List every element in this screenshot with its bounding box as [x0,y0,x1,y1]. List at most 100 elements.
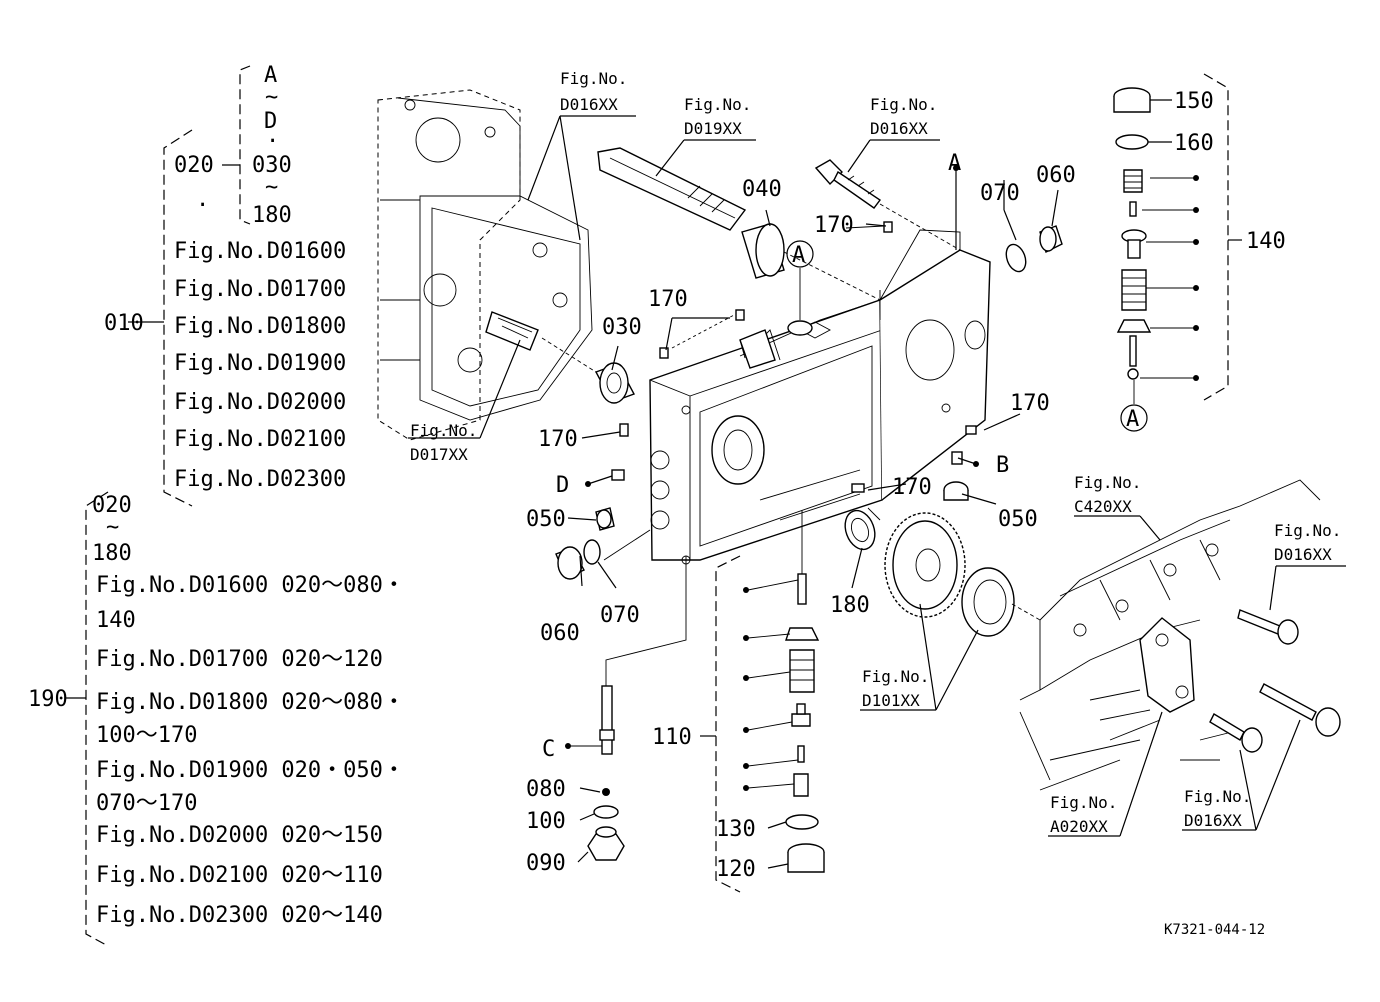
callout-120: 120 [716,857,756,882]
callout-130: 130 [716,817,756,842]
fig-ref-4-label: Fig.No. [410,421,477,440]
right-mechanism-drawing [1019,479,1341,791]
callout-090: 090 [526,851,566,876]
fig-ref-9-label: Fig.No. [1184,787,1251,806]
callout-030: 030 [602,315,642,340]
callout-070b: 070 [600,603,640,628]
plugs-right [1005,225,1063,273]
line-190-9: Fig.No.D02100 020～110 [96,863,383,888]
letter-d: D [556,473,569,498]
pins-170 [619,221,977,493]
range-010-7: 180 [252,203,292,228]
callout-150: 150 [1174,89,1214,114]
fig-ref-5-label: Fig.No. [1074,473,1141,492]
fig-ref-8-label: Fig.No. [1050,793,1117,812]
letter-b: B [996,453,1009,478]
group-190-legend: 190 020 ~ 180 Fig.No.D01600 020～080・ 140… [28,491,405,947]
range-190-1: 020 [92,493,132,518]
letter-callouts: A B C D [542,151,1009,762]
plugs-left [555,469,651,580]
callout-170a: 170 [814,213,854,238]
line-190-4: Fig.No.D01800 020～080・ [96,690,405,715]
callout-070a: 070 [980,181,1020,206]
part-callouts: 040 030 070 060 170 170 170 170 170 050 … [526,89,1286,882]
fig-ref-3-label: Fig.No. [870,95,937,114]
fig-ref-7-code: D101XX [862,691,920,710]
pin-c-stack [565,556,687,861]
marker-a-text-2: A [1126,407,1139,432]
fig-010-6: Fig.No.D02100 [174,427,346,452]
line-190-3: Fig.No.D01700 020～120 [96,647,383,672]
line-190-10: Fig.No.D02300 020～140 [96,903,383,928]
fig-ref-2-label: Fig.No. [684,95,751,114]
callout-050b: 050 [998,507,1038,532]
valve-stack-110 [700,510,825,893]
gear-and-bearing [844,507,1041,637]
line-190-7: 070～170 [96,791,197,816]
dot-d [585,481,591,487]
range-010-4: · [266,129,279,154]
fig-ref-5-code: C420XX [1074,497,1132,516]
top-shaft-drawing [541,147,881,404]
range-010-5: 030 [252,153,292,178]
range-010-2: ~ [265,85,278,110]
line-190-6: Fig.No.D01900 020・050・ [96,758,405,783]
marker-circle-a-2: A [1120,380,1148,432]
dot-010: · [196,193,209,218]
fig-ref-1-label: Fig.No. [560,69,627,88]
marker-a-text-1: A [792,243,805,268]
letter-c: C [542,737,555,762]
callout-190: 190 [28,687,68,712]
fig-ref-1-code: D016XX [560,95,618,114]
callout-110: 110 [652,725,692,750]
range-010-6: ~ [265,175,278,200]
fig-ref-6-code: D016XX [1274,545,1332,564]
callout-080: 080 [526,777,566,802]
callout-060a: 060 [1036,163,1076,188]
fig-ref-8-code: A020XX [1050,817,1108,836]
callout-170d: 170 [1010,391,1050,416]
valve-stack-140 [1113,73,1242,401]
line-190-1: Fig.No.D01600 020～080・ [96,573,405,598]
fig-ref-7-label: Fig.No. [862,667,929,686]
plug-b [943,451,969,501]
letter-a: A [948,151,961,176]
fig-ref-9-code: D016XX [1184,811,1242,830]
fig-010-3: Fig.No.D01800 [174,314,346,339]
group-010-legend: A ~ D · 030 ~ 180 020 · 010 Fig.No.D0160… [104,63,346,507]
document-code: K7321-044-12 [1164,922,1265,938]
bolt-top [814,159,961,251]
fig-010-1: Fig.No.D01600 [174,239,346,264]
line-190-2: 140 [96,608,136,633]
marker-circle-a-1: A [786,240,814,320]
fig-010-2: Fig.No.D01700 [174,277,346,302]
callout-140: 140 [1246,229,1286,254]
callout-060b: 060 [540,621,580,646]
fig-ref-labels: Fig.No. D016XX Fig.No. D019XX Fig.No. D0… [410,69,1341,836]
leader-lines [408,115,1346,869]
callout-050a: 050 [526,507,566,532]
line-190-5: 100～170 [96,723,197,748]
callout-040: 040 [742,177,782,202]
callout-100: 100 [526,809,566,834]
callout-180: 180 [830,593,870,618]
left-housing-drawing [377,89,593,441]
dot-a [953,165,959,171]
range-010-1: A [264,63,277,88]
callout-010: 010 [104,311,144,336]
main-housing-drawing [649,229,991,565]
callout-170b: 170 [648,287,688,312]
range-010-3: D [264,109,277,134]
fig-ref-6-label: Fig.No. [1274,521,1341,540]
callout-160: 160 [1174,131,1214,156]
line-190-8: Fig.No.D02000 020～150 [96,823,383,848]
lead-010: 020 [174,153,214,178]
fig-ref-4-code: D017XX [410,445,468,464]
fig-010-7: Fig.No.D02300 [174,467,346,492]
callout-170e: 170 [892,475,932,500]
range-190-2: ~ [106,515,119,540]
dot-b [973,461,979,467]
callout-170c: 170 [538,427,578,452]
fig-ref-2-code: D019XX [684,119,742,138]
